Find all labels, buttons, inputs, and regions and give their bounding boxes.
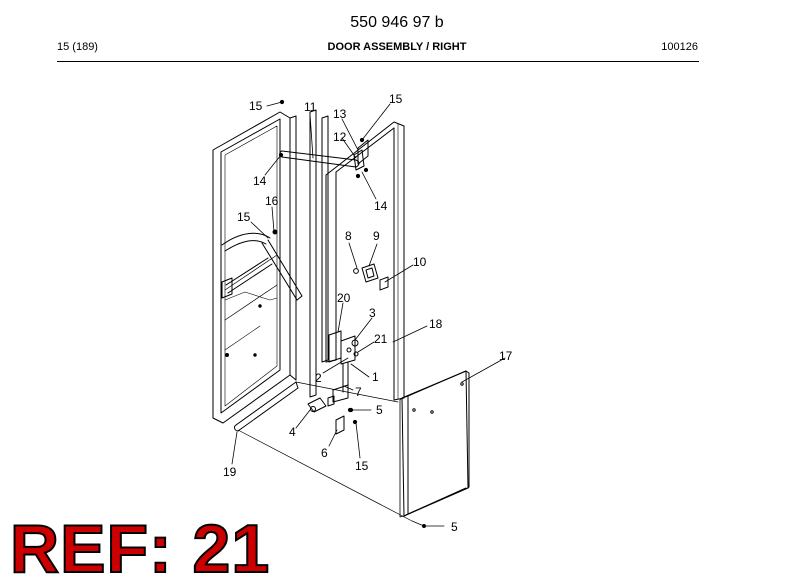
callout-3: 3 <box>369 306 376 320</box>
section-title: DOOR ASSEMBLY / RIGHT <box>327 41 467 53</box>
right-panel <box>325 121 405 401</box>
callout-17: 17 <box>499 349 513 363</box>
callout-4: 4 <box>289 425 296 439</box>
door-frame <box>212 111 297 424</box>
callout-5: 5 <box>376 403 383 417</box>
lower-panel <box>399 370 470 518</box>
callout-2: 2 <box>315 371 322 385</box>
callout-15: 15 <box>389 92 403 106</box>
leader-lines <box>231 101 506 527</box>
callout-5: 5 <box>451 520 458 534</box>
callout-15: 15 <box>249 99 263 113</box>
callout-14: 14 <box>253 174 267 188</box>
callout-14: 14 <box>374 199 388 213</box>
callout-8: 8 <box>345 229 352 243</box>
page-reference: 15 (189) <box>57 41 98 53</box>
callout-6: 6 <box>321 446 328 460</box>
revision-code: 100126 <box>661 41 698 53</box>
top-latch-bracket <box>353 137 369 179</box>
callout-18: 18 <box>429 317 443 331</box>
bottom-bar <box>234 381 299 432</box>
callout-20: 20 <box>337 291 351 305</box>
reference-label: REF: 21 <box>9 511 271 587</box>
hinge-column <box>309 109 329 398</box>
brace-rod <box>221 232 303 301</box>
callout-9: 9 <box>373 229 380 243</box>
mid-latch <box>353 263 389 291</box>
header-divider <box>57 61 699 62</box>
callout-21: 21 <box>374 332 388 346</box>
callout-15: 15 <box>237 210 251 224</box>
document-number: 550 946 97 b <box>350 14 444 31</box>
callout-1: 1 <box>372 370 379 384</box>
fasteners <box>225 99 353 413</box>
callout-10: 10 <box>413 255 427 269</box>
bottom-latch <box>307 395 358 435</box>
callout-15: 15 <box>355 459 369 473</box>
callout-13: 13 <box>333 107 347 121</box>
callout-7: 7 <box>355 385 362 399</box>
callout-16: 16 <box>265 194 279 208</box>
callout-19: 19 <box>223 465 237 479</box>
callout-11: 11 <box>304 100 317 114</box>
assembly-lines <box>237 381 426 528</box>
callout-12: 12 <box>333 130 347 144</box>
lower-latch <box>328 330 359 403</box>
callout-labels: 15 11 15 13 12 14 14 16 15 8 9 10 20 3 1… <box>223 92 513 534</box>
